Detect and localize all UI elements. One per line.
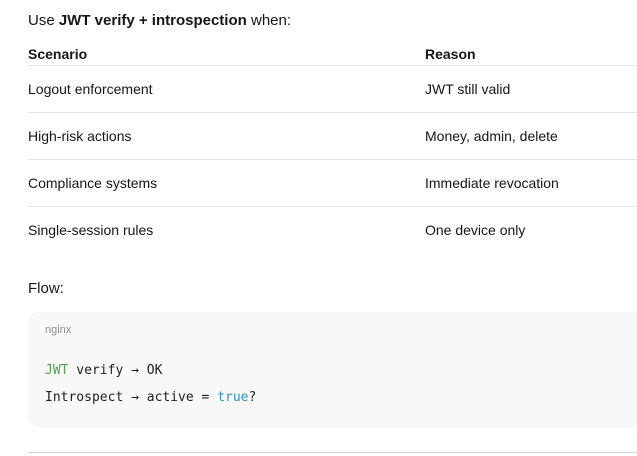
code-token-plain: ? — [248, 390, 257, 405]
table-header-row: Scenario Reason — [28, 43, 637, 66]
reason-cell: Immediate revocation — [425, 159, 637, 207]
code-block: nginx JWT verify → OK Introspect → activ… — [28, 312, 637, 427]
scenario-cell: Single-session rules — [28, 222, 154, 238]
table-row: High-risk actions Money, admin, delete — [28, 112, 637, 160]
reason-cell: JWT still valid — [425, 65, 637, 113]
table-row: Logout enforcement JWT still valid — [28, 65, 637, 113]
table-row: Compliance systems Immediate revocation — [28, 159, 637, 207]
scenario-reason-table: Scenario Reason Logout enforcement JWT s… — [28, 43, 637, 253]
section-divider — [28, 452, 637, 453]
code-content: JWT verify → OK Introspect → active = tr… — [45, 357, 637, 411]
scenario-cell: High-risk actions — [28, 112, 425, 160]
intro-text-suffix: when: — [246, 12, 292, 29]
intro-text-highlight: JWT verify + introspection — [58, 12, 247, 29]
reason-cell: One device only — [425, 222, 526, 238]
column-header-reason: Reason — [425, 43, 637, 66]
code-line: JWT verify → OK — [45, 363, 162, 378]
code-line: Introspect → active = true? — [45, 390, 256, 405]
table-row: Single-session rules One device only — [28, 207, 637, 254]
code-token-keyword: JWT — [45, 363, 69, 378]
flow-label: Flow: — [28, 280, 64, 297]
intro-text-prefix: Use — [28, 12, 59, 29]
scenario-cell: Compliance systems — [28, 159, 425, 207]
code-token-plain: verify → OK — [68, 363, 163, 378]
code-token-plain: Introspect → active = — [45, 390, 218, 405]
scenario-cell: Logout enforcement — [28, 65, 425, 113]
column-header-scenario: Scenario — [28, 43, 425, 66]
code-token-literal: true — [217, 390, 249, 405]
intro-paragraph: Use JWT verify + introspection when: — [28, 10, 637, 31]
code-language-label: nginx — [45, 324, 72, 336]
reason-cell: Money, admin, delete — [425, 112, 637, 160]
